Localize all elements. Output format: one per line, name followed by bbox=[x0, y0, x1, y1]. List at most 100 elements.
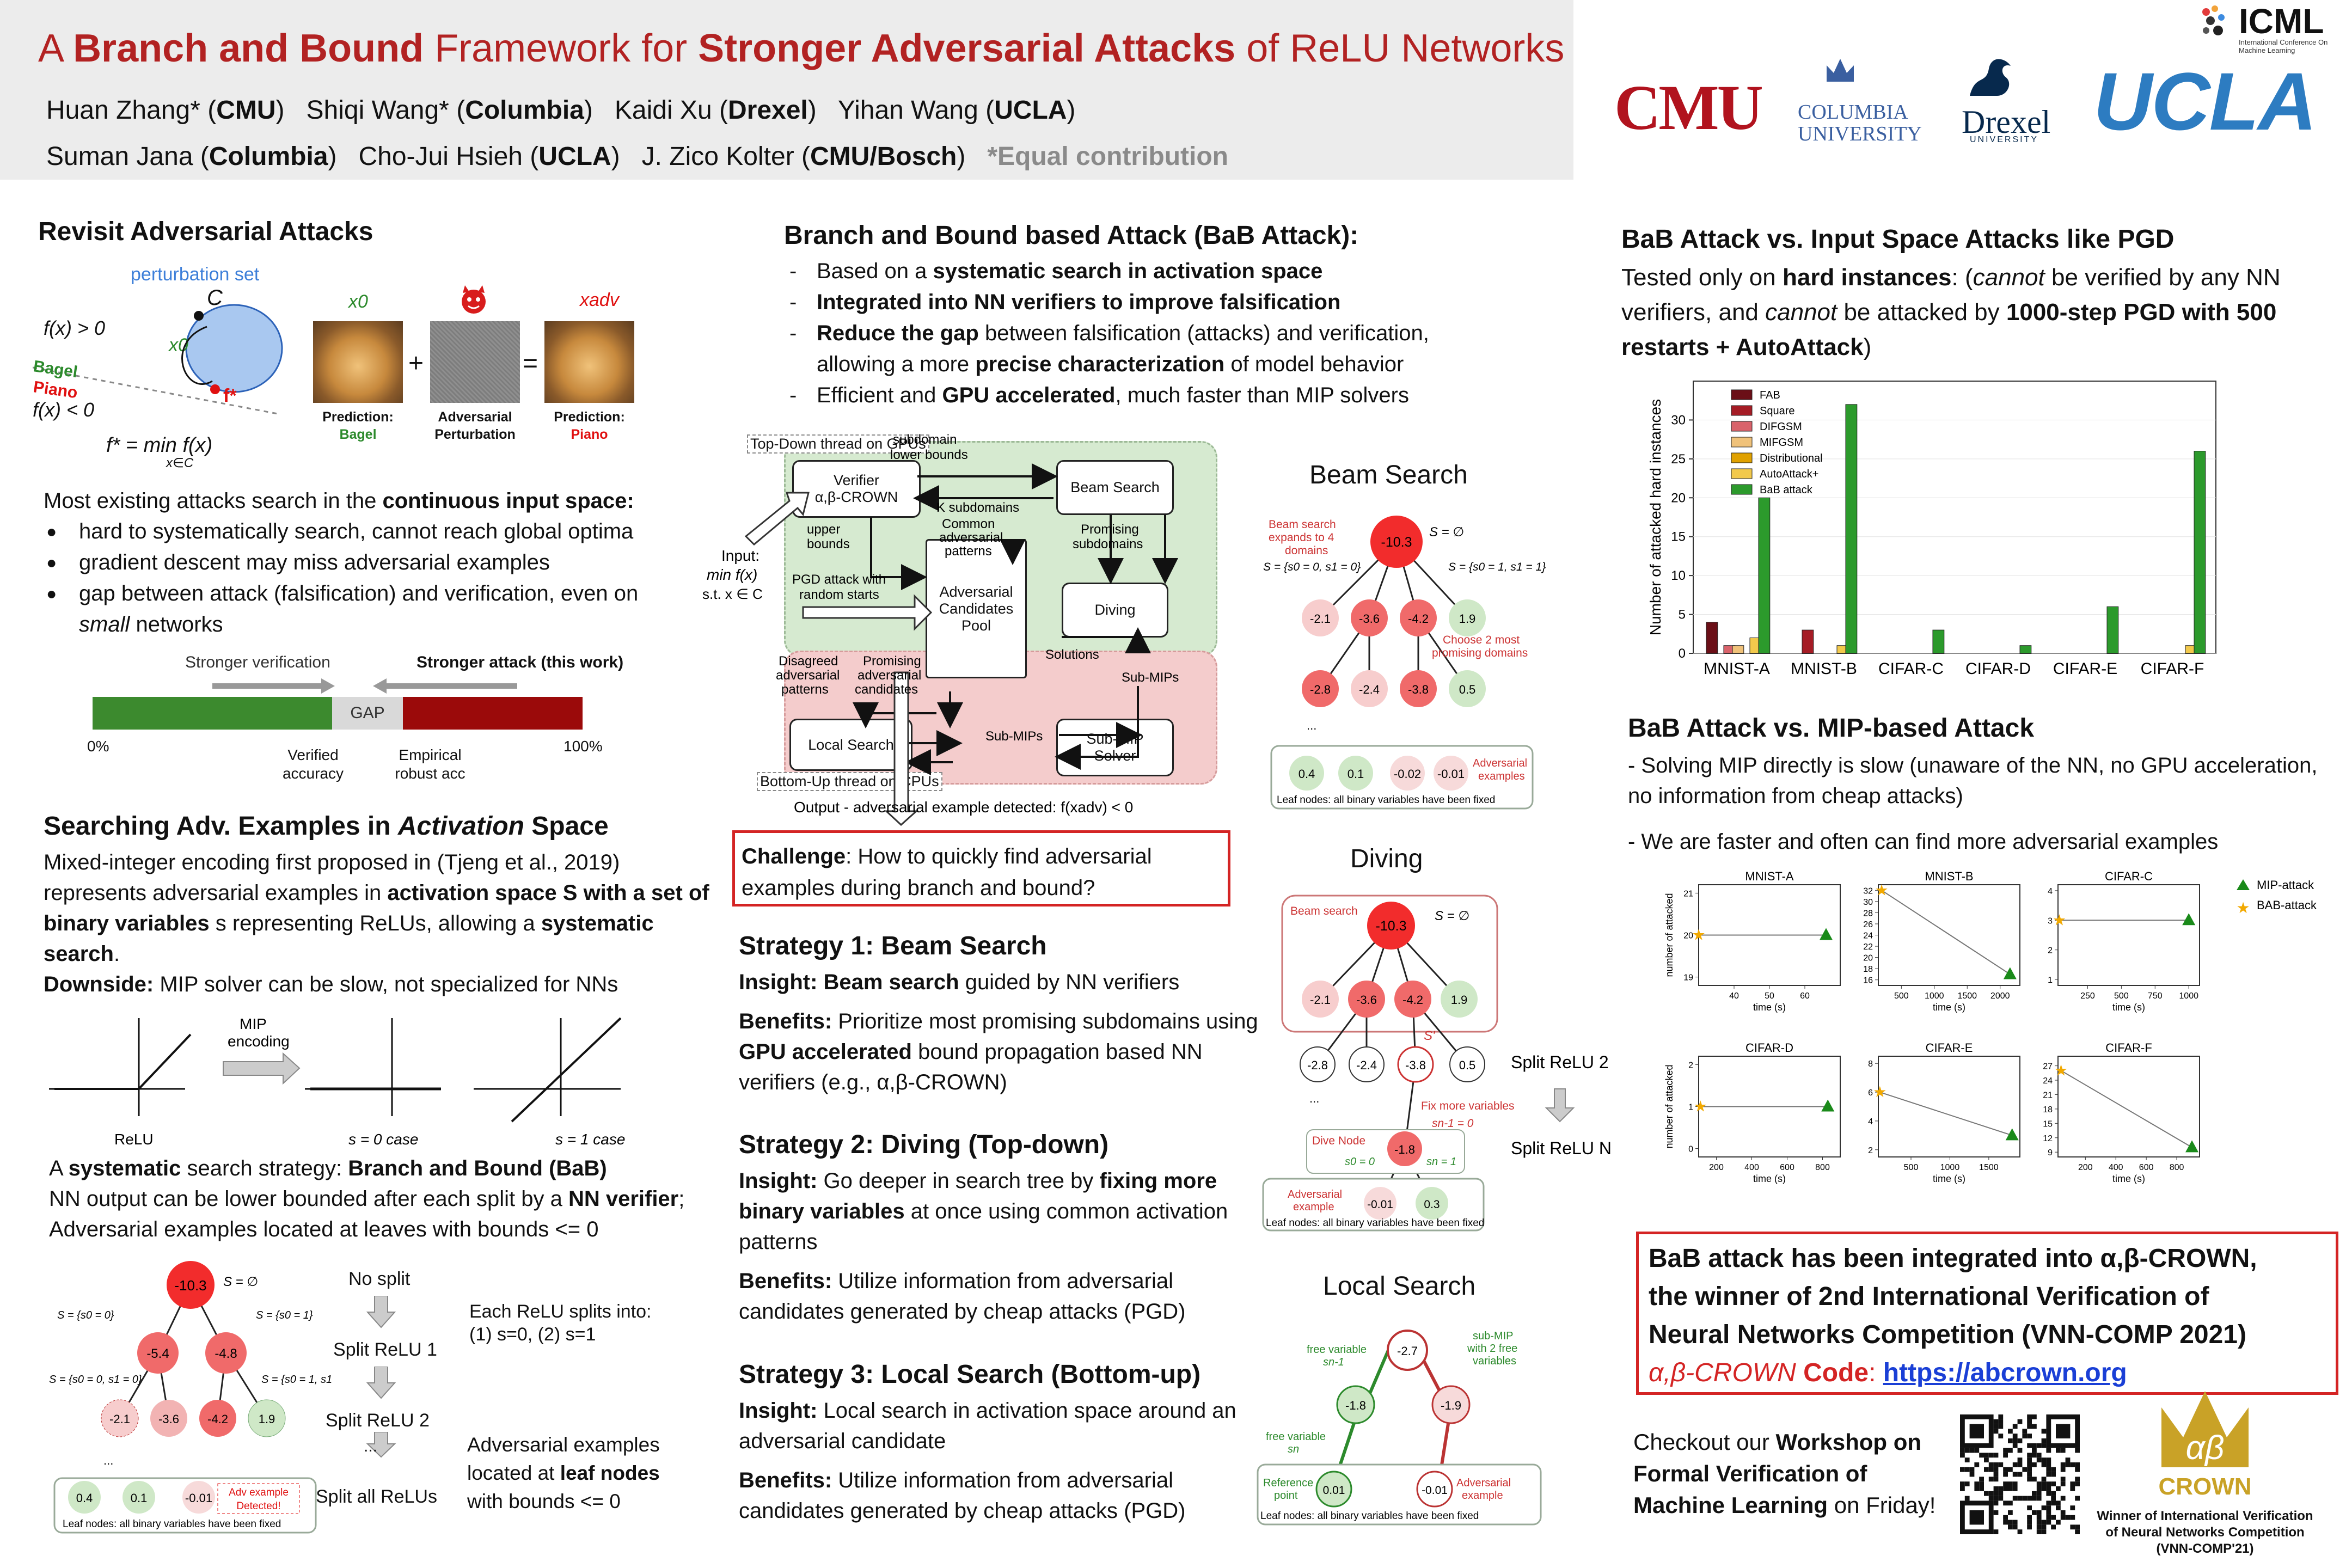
svg-text:-4.2: -4.2 bbox=[1402, 993, 1423, 1007]
x-tick-label: 50 bbox=[1765, 991, 1774, 1001]
svg-text:Leaf nodes: all binary variabl: Leaf nodes: all binary variables have be… bbox=[1266, 1217, 1484, 1229]
beam-search-tree: -10.3 S = ∅ Beam search expands to 4 dom… bbox=[1263, 516, 1546, 810]
svg-text:Adversarial: Adversarial bbox=[1456, 1477, 1511, 1489]
y-tick-label: 1 bbox=[1688, 1103, 1693, 1112]
split-all-label: Split all ReLUs bbox=[316, 1486, 437, 1507]
svg-text:Sub-MIPs: Sub-MIPs bbox=[985, 729, 1043, 744]
x-tick-label: CIFAR-C bbox=[1878, 660, 1944, 678]
perturbation-figure: perturbation set C x0 f* f(x) > 0 Bagel … bbox=[33, 264, 283, 468]
flow-arrows: subdomain lower bounds K subdomains Comm… bbox=[702, 432, 1179, 826]
svg-text:...: ... bbox=[103, 1454, 113, 1467]
svg-text:-2.8: -2.8 bbox=[1307, 1058, 1328, 1072]
svg-text:S = {s0 = 0, s1 = 0}: S = {s0 = 0, s1 = 0} bbox=[1263, 561, 1361, 573]
panel-frame bbox=[2057, 1056, 2200, 1157]
section-activation-title: Searching Adv. Examples in Activation Sp… bbox=[44, 812, 609, 841]
x-tick-label: 800 bbox=[1815, 1163, 1830, 1172]
x-tick-label: 200 bbox=[2078, 1163, 2093, 1172]
x0-img-label: x0 bbox=[348, 291, 368, 312]
x-tick-label: CIFAR-E bbox=[2053, 660, 2117, 678]
svg-text:sn-1 = 0: sn-1 = 0 bbox=[1432, 1117, 1474, 1130]
y-tick-label: 15 bbox=[2043, 1119, 2053, 1129]
bab-bullets: Based on a systematic search in activati… bbox=[784, 256, 1492, 411]
ucla-logo: UCLA bbox=[2093, 56, 2317, 147]
each-relu-note: Each ReLU splits into:(1) s=0, (2) s=1 bbox=[469, 1301, 652, 1345]
down-arrow-icon bbox=[366, 1296, 396, 1328]
svg-text:Beam search: Beam search bbox=[1269, 518, 1336, 531]
y-tick-label: 3 bbox=[2048, 916, 2053, 926]
svg-text:-3.8: -3.8 bbox=[1408, 683, 1429, 696]
section-bab-attack-title: Branch and Bound based Attack (BaB Attac… bbox=[784, 221, 1359, 250]
svg-text:1.9: 1.9 bbox=[259, 1412, 275, 1426]
prediction-bagel: Prediction:Bagel bbox=[322, 409, 394, 442]
x-tick-label: 200 bbox=[1709, 1163, 1724, 1172]
svg-text:S': S' bbox=[1424, 1028, 1436, 1043]
list-item: gap between attack (falsification) and v… bbox=[46, 578, 700, 640]
section-pgd-title: BaB Attack vs. Input Space Attacks like … bbox=[1621, 225, 2175, 254]
local-search-box: Local Search bbox=[789, 719, 912, 771]
y-tick-label: 19 bbox=[1683, 973, 1693, 983]
x-tick-label: 40 bbox=[1729, 991, 1739, 1001]
activation-paragraph: Mixed-integer encoding first proposed in… bbox=[44, 850, 709, 996]
diving-title: Diving bbox=[1350, 844, 1423, 873]
svg-text:f* = min f(x): f* = min f(x) bbox=[106, 434, 212, 457]
bar-bab-attack bbox=[2194, 451, 2206, 654]
bar-bab-attack bbox=[2106, 606, 2119, 654]
y-tick-label: 30 bbox=[1863, 898, 1873, 907]
svg-text:sn = 1: sn = 1 bbox=[1426, 1156, 1456, 1168]
svg-text:Common: Common bbox=[942, 517, 995, 531]
qr-code-icon[interactable] bbox=[1960, 1414, 2080, 1534]
crown-integration-box: BaB attack has been integrated into α,β-… bbox=[1636, 1232, 2338, 1395]
strategy-1-text: Insight: Beam search guided by NN verifi… bbox=[739, 970, 1258, 1094]
svg-text:0.01: 0.01 bbox=[1323, 1484, 1345, 1497]
svg-text:1.9: 1.9 bbox=[1459, 612, 1476, 626]
equals-sign: = bbox=[523, 349, 538, 378]
bab-paragraph: A systematic search strategy: Branch and… bbox=[49, 1156, 685, 1241]
legend-label: BaB attack bbox=[1760, 484, 1813, 496]
x-tick-label: 1000 bbox=[2179, 991, 2198, 1001]
svg-text:sn-1: sn-1 bbox=[1323, 1356, 1344, 1368]
y-tick-label: 24 bbox=[1863, 932, 1873, 941]
x-tick-label: 60 bbox=[1800, 991, 1810, 1001]
svg-text:expands to 4: expands to 4 bbox=[1269, 531, 1334, 544]
svg-text:...: ... bbox=[1309, 1092, 1319, 1105]
y-tick-label: 4 bbox=[1868, 1117, 1873, 1126]
svg-text:Adversarial: Adversarial bbox=[1288, 1189, 1342, 1200]
y-tick-label: 18 bbox=[2043, 1105, 2053, 1114]
x-tick-label: 400 bbox=[1744, 1163, 1759, 1172]
svg-text:Dive Node: Dive Node bbox=[1312, 1135, 1365, 1147]
drexel-logo: Drexel bbox=[1962, 104, 2051, 140]
y-tick-label: 12 bbox=[2043, 1134, 2053, 1143]
mip-paragraph-1: - Solving MIP directly is slow (unaware … bbox=[1628, 754, 2318, 808]
svg-text:Leaf nodes: all binary variabl: Leaf nodes: all binary variables have be… bbox=[1260, 1510, 1479, 1522]
abcrown-link[interactable]: https://abcrown.org bbox=[1883, 1358, 2127, 1387]
x-axis-label: time (s) bbox=[2112, 1173, 2145, 1184]
y-tick-label: 22 bbox=[1863, 942, 1873, 952]
svg-text:Solutions: Solutions bbox=[1045, 647, 1099, 662]
relu-encoding-figure: ReLU MIP encoding s = 0 case s = 1 case bbox=[49, 1015, 625, 1148]
svg-text:-2.1: -2.1 bbox=[1310, 612, 1331, 626]
diving-tree: -10.3 Beam search S = ∅ -2.1 -3.6 -4.2 1… bbox=[1262, 895, 1612, 1232]
svg-text:...: ... bbox=[1307, 719, 1316, 732]
list-item: Integrated into NN verifiers to improve … bbox=[784, 287, 1492, 318]
y-tick-label: 5 bbox=[1679, 608, 1686, 622]
x-tick-label: CIFAR-F bbox=[2141, 660, 2204, 678]
svg-text:point: point bbox=[1274, 1490, 1298, 1502]
stronger-attack-label: Stronger attack (this work) bbox=[416, 653, 624, 671]
svg-text:patterns: patterns bbox=[781, 682, 829, 697]
mip-paragraph-2: - We are faster and often can find more … bbox=[1628, 830, 2219, 854]
legend-label: MIP-attack bbox=[2257, 878, 2314, 892]
x-tick-label: 400 bbox=[2109, 1163, 2123, 1172]
svg-text:s = 1 case: s = 1 case bbox=[555, 1131, 625, 1148]
y-tick-label: 20 bbox=[1683, 932, 1693, 941]
prediction-piano: Prediction:Piano bbox=[554, 409, 625, 442]
bab-tree-figure: -10.3 S = ∅ -5.4 -4.8 S = {s0 = 0} S = {… bbox=[49, 1261, 332, 1534]
svg-text:min f(x): min f(x) bbox=[707, 566, 757, 583]
y-tick-label: 26 bbox=[1863, 920, 1873, 929]
